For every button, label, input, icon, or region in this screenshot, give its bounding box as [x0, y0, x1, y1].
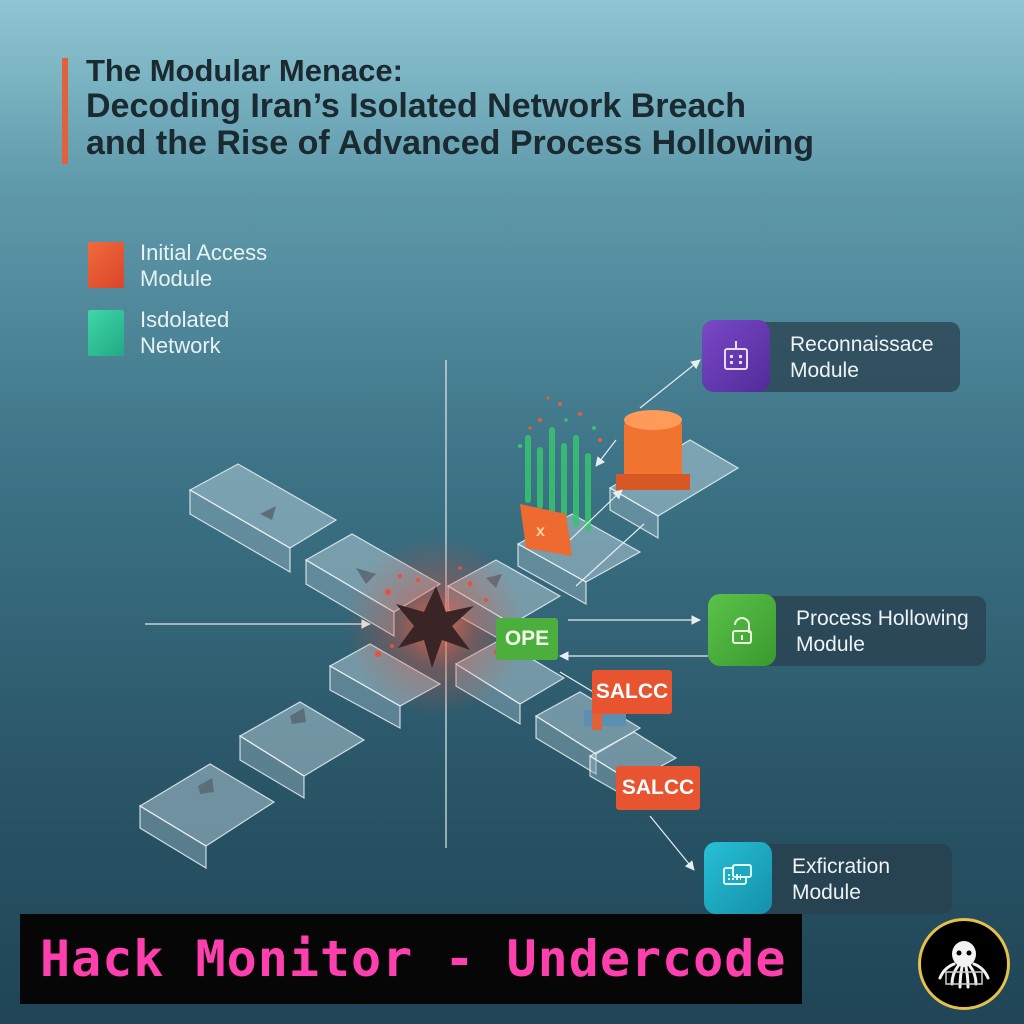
- legend-label: Module: [140, 266, 213, 292]
- hollowing-module-card: Process Hollowing Module: [708, 594, 986, 666]
- exfil-module-label: Exficration Module: [792, 854, 890, 907]
- tag-ope: OPE: [496, 618, 558, 660]
- title-line-1: The Modular Menace:: [86, 53, 403, 88]
- exfil-module-line1: Exficration: [792, 855, 891, 878]
- exfil-module-card: Exficration Module: [704, 842, 952, 914]
- recon-module-line2: Module: [790, 359, 859, 383]
- hollowing-module-line1: Process Hollowing: [796, 607, 969, 630]
- process-icon: [708, 594, 776, 666]
- banner-text: Hack Monitor - Undercode: [40, 930, 787, 988]
- hollowing-module-label: Process Hollowing Module: [796, 606, 969, 659]
- legend-label: Network: [140, 333, 221, 359]
- tag-salcc-2: SALCC: [616, 766, 700, 810]
- legend-swatch-initial-access: [88, 242, 124, 288]
- title-accent-bar: [62, 58, 68, 164]
- watermark-banner: Hack Monitor - Undercode: [20, 914, 802, 1004]
- recon-module-card: Reconnaissace Module: [702, 320, 960, 392]
- data-columns: [525, 427, 591, 531]
- tag-ope-label: OPE: [504, 627, 550, 650]
- svg-text:x: x: [536, 523, 545, 540]
- tag-salcc-1: SALCC: [592, 670, 672, 714]
- title-line-3: and the Rise of Advanced Process Hollowi…: [86, 124, 814, 163]
- octopus-logo-icon: [918, 918, 1010, 1010]
- initial-access-panel: [520, 504, 572, 556]
- tag-salcc-label: SALCC: [595, 680, 669, 703]
- legend-swatch-isolated-network: [88, 310, 124, 356]
- breach-burst: [396, 586, 474, 668]
- monitor-icon: [704, 842, 772, 914]
- legend-item-isolated-network: Isdolated Network: [140, 307, 229, 360]
- tag-salcc-label: SALCC: [621, 776, 695, 799]
- data-particles: [528, 396, 602, 442]
- initial-access-server: [616, 410, 690, 490]
- recon-module-line1: Reconnaissace: [790, 333, 934, 356]
- page-title: The Modular Menace: Decoding Iran’s Isol…: [86, 53, 814, 163]
- connections: [559, 359, 708, 871]
- legend-label: Isdolated: [140, 307, 230, 332]
- recon-module-label: Reconnaissace Module: [790, 332, 934, 385]
- exfil-module-line2: Module: [792, 881, 861, 905]
- title-line-2: Decoding Iran’s Isolated Network Breach: [86, 87, 747, 126]
- building-icon: [702, 320, 770, 392]
- legend-item-initial-access: Initial Access Module: [140, 240, 267, 293]
- hollowing-module-line2: Module: [796, 633, 865, 657]
- legend-label: Initial Access: [140, 240, 268, 265]
- data-particles-green: [518, 418, 596, 448]
